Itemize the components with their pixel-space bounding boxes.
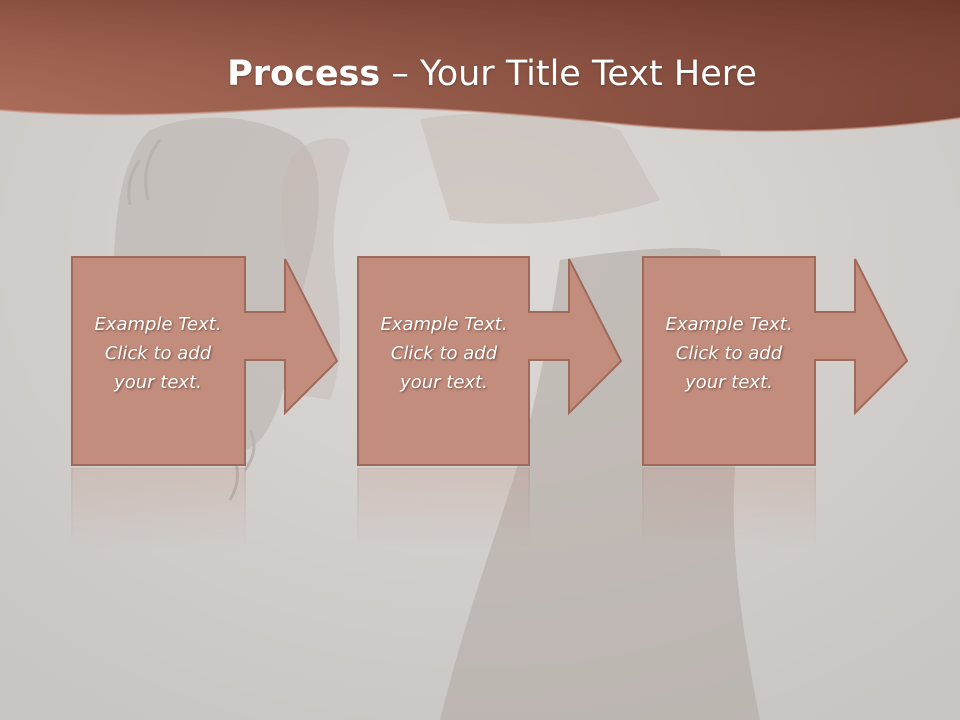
process-step-1[interactable]: Example Text. Click to add your text. [71, 256, 339, 466]
title-separator: – [380, 54, 420, 94]
process-step-3[interactable]: Example Text. Click to add your text. [642, 256, 909, 466]
title-bold-word: Process [227, 54, 381, 94]
step-2-arrow-box [357, 256, 623, 466]
process-step-2[interactable]: Example Text. Click to add your text. [357, 256, 623, 466]
step-3-reflection [642, 468, 822, 548]
step-1-arrow-box [71, 256, 339, 466]
title-rest: Your Title Text Here [419, 54, 757, 94]
step-2-reflection [357, 468, 537, 548]
slide-title[interactable]: Process – Your Title Text Here [0, 50, 960, 98]
step-3-text[interactable]: Example Text. Click to add your text. [665, 314, 793, 393]
step-1-reflection [71, 468, 251, 548]
step-1-text[interactable]: Example Text. Click to add your text. [94, 314, 222, 393]
photo-arm [280, 138, 350, 400]
step-3-arrow-box [642, 256, 909, 466]
step-2-text[interactable]: Example Text. Click to add your text. [380, 314, 508, 393]
